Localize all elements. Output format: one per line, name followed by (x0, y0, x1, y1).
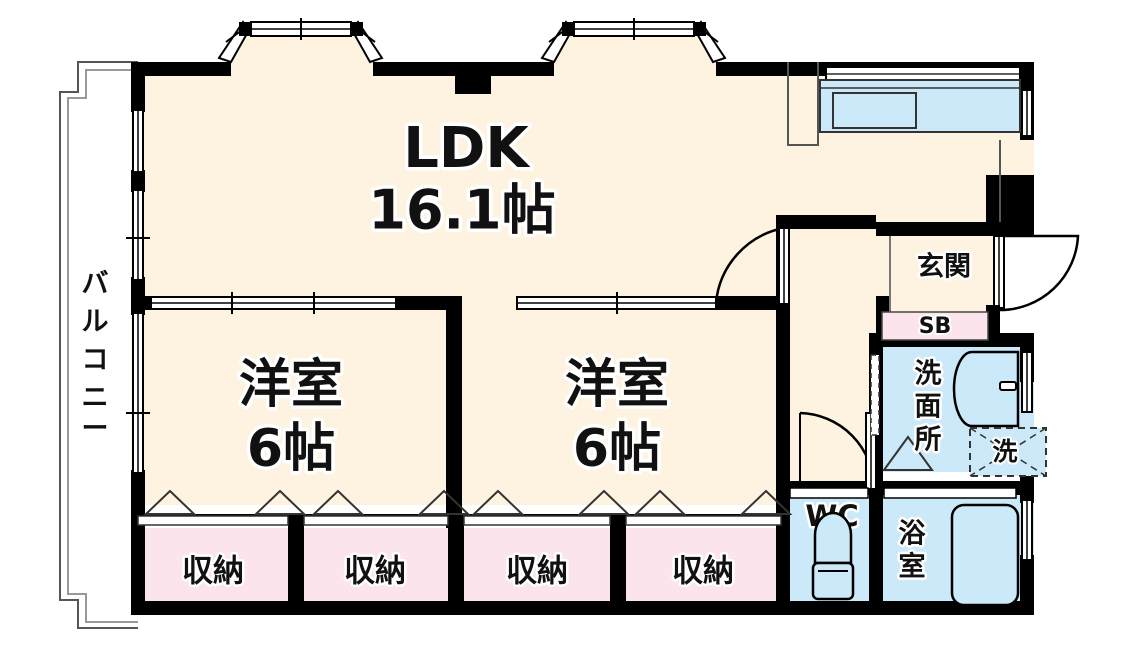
balcony-label-1: バ (82, 269, 109, 300)
storage-4-door[interactable] (625, 515, 782, 526)
balcony-label-4: ニ (82, 383, 109, 414)
vanity-sink (952, 350, 1020, 428)
senmenjo-opening (870, 354, 880, 436)
wall-top-left (131, 62, 231, 76)
kitchen-partition (787, 62, 819, 146)
storage-zones (138, 528, 781, 613)
ldk-area-label: 16.1帖 (368, 179, 555, 242)
sliding-doors[interactable] (150, 292, 717, 314)
room-right-area-label: 6帖 (573, 419, 661, 479)
yokushitsu-group: 浴 室 (883, 487, 1020, 607)
right-wall-windows (1021, 89, 1033, 561)
wall-ldk-rooms-a (131, 296, 151, 310)
wall-left-1 (131, 62, 145, 112)
balcony-windows (126, 109, 150, 474)
toilet-tank (811, 561, 855, 601)
wall-rooms-divider (446, 296, 462, 528)
bay-windows (217, 18, 727, 64)
room-left-fill (131, 305, 446, 505)
bay-window-2-fill (551, 30, 719, 62)
washing-machine-label: 洗 (992, 437, 1017, 466)
storage-2-fill (302, 528, 448, 613)
bath-label-2: 室 (899, 551, 926, 583)
senmenjo-group: 洗 洗 面 所 (870, 350, 1047, 477)
door-hall-to-senmenjo[interactable] (799, 411, 877, 490)
bay-window-2 (540, 18, 727, 64)
bay-window-1-fill (228, 30, 376, 62)
wall-senmenjo-right-top (1020, 333, 1034, 353)
senmenjo-label-1: 洗 (915, 359, 942, 390)
balcony-label-5: ー (82, 414, 109, 445)
balcony-area: バ ル コ ニ ー (59, 61, 138, 629)
toilet-bowl (813, 511, 853, 565)
storage-4-label: 収納 (672, 554, 734, 590)
kitchen-sink (832, 92, 917, 129)
wc-group: WC (789, 487, 869, 601)
senmenjo-label-2: 面 (915, 392, 942, 423)
balcony-label-2: ル (82, 307, 109, 338)
room-left-name-label: 洋室 (239, 355, 343, 415)
wall-left-4 (131, 470, 145, 615)
storage-1-door[interactable] (137, 515, 289, 526)
wc-door[interactable] (789, 487, 869, 499)
door-entrance[interactable] (986, 234, 1080, 343)
storage-2-label: 収納 (344, 554, 406, 590)
bay-window-1 (217, 18, 384, 64)
balcony-label-3: コ (82, 345, 109, 376)
storage-3-fill (464, 528, 610, 613)
storage-1-fill (138, 528, 288, 613)
shoe-box (881, 311, 989, 341)
wall-storage-div-3 (610, 514, 626, 615)
wall-left-2 (131, 170, 145, 192)
wall-ldk-hall-v3 (776, 506, 790, 615)
room-right-fill (462, 305, 788, 505)
wall-wc-bath (869, 495, 883, 615)
wall-ldk-rooms-c (716, 296, 790, 310)
bath-door[interactable] (883, 487, 1017, 499)
kitchen-counter (787, 62, 1021, 222)
room-left-area-label: 6帖 (247, 419, 335, 479)
bathtub (950, 503, 1020, 607)
storage-1-label: 収納 (182, 554, 244, 590)
wall-kitchen-hall (776, 215, 876, 229)
wall-ldk-hall-v2 (776, 296, 790, 506)
bath-label-1: 浴 (899, 519, 927, 550)
room-right-name-label: 洋室 (565, 355, 669, 415)
ldk-name-label: LDK (403, 116, 531, 181)
genkan-group: 玄関 SB (881, 236, 989, 341)
storage-door-strips[interactable] (137, 515, 782, 526)
wall-storage-div-2 (448, 514, 464, 615)
hallway-lower-fill (788, 340, 876, 495)
wall-right-5 (1020, 555, 1034, 615)
wall-storage-div-1 (288, 514, 304, 615)
wall-stub-between-bays (455, 62, 491, 94)
wall-hall-top (876, 222, 1000, 236)
storage-door-marks (143, 489, 793, 515)
storage-2-door[interactable] (303, 515, 449, 526)
ldk-fill (131, 62, 788, 305)
faucet-icon (999, 381, 1017, 391)
senmenjo-label-3: 所 (915, 425, 942, 456)
room-labels: LDK 16.1帖 洋室 6帖 洋室 6帖 収納 収納 収納 収納 (180, 113, 737, 592)
door-hall-to-ldk[interactable] (714, 226, 790, 305)
storage-3-door[interactable] (463, 515, 611, 526)
wall-ldk-rooms-b (396, 296, 462, 310)
genkan-label: 玄関 (917, 251, 971, 283)
storage-3-label: 収納 (506, 554, 568, 590)
hinged-doors[interactable] (714, 226, 1080, 490)
senmenjo-door-mark (882, 435, 934, 471)
storage-4-fill (624, 528, 781, 613)
shoe-box-label: SB (919, 314, 952, 339)
